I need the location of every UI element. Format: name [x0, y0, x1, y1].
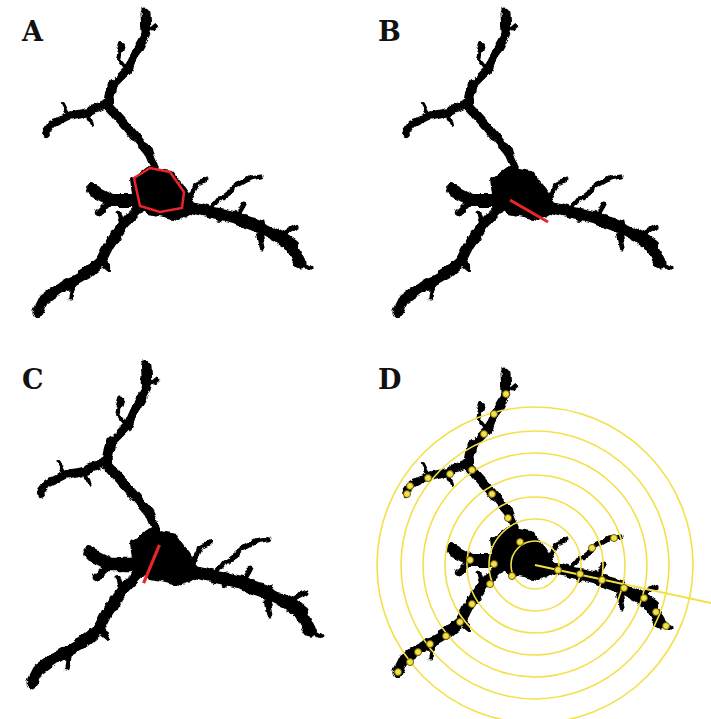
panel-d [377, 372, 711, 719]
red-outline [134, 168, 184, 212]
panel-label: B [378, 18, 401, 45]
panel-label: D [378, 366, 401, 393]
panel-a [38, 12, 310, 312]
panel-c [32, 365, 320, 683]
panel-label: C [22, 366, 44, 393]
concentric-rings [377, 407, 693, 719]
red-line [144, 545, 160, 583]
intersection-points [395, 391, 670, 676]
red-line [510, 200, 548, 222]
axis-line [535, 565, 711, 605]
panel-label: A [22, 18, 43, 45]
panel-b [398, 12, 670, 312]
